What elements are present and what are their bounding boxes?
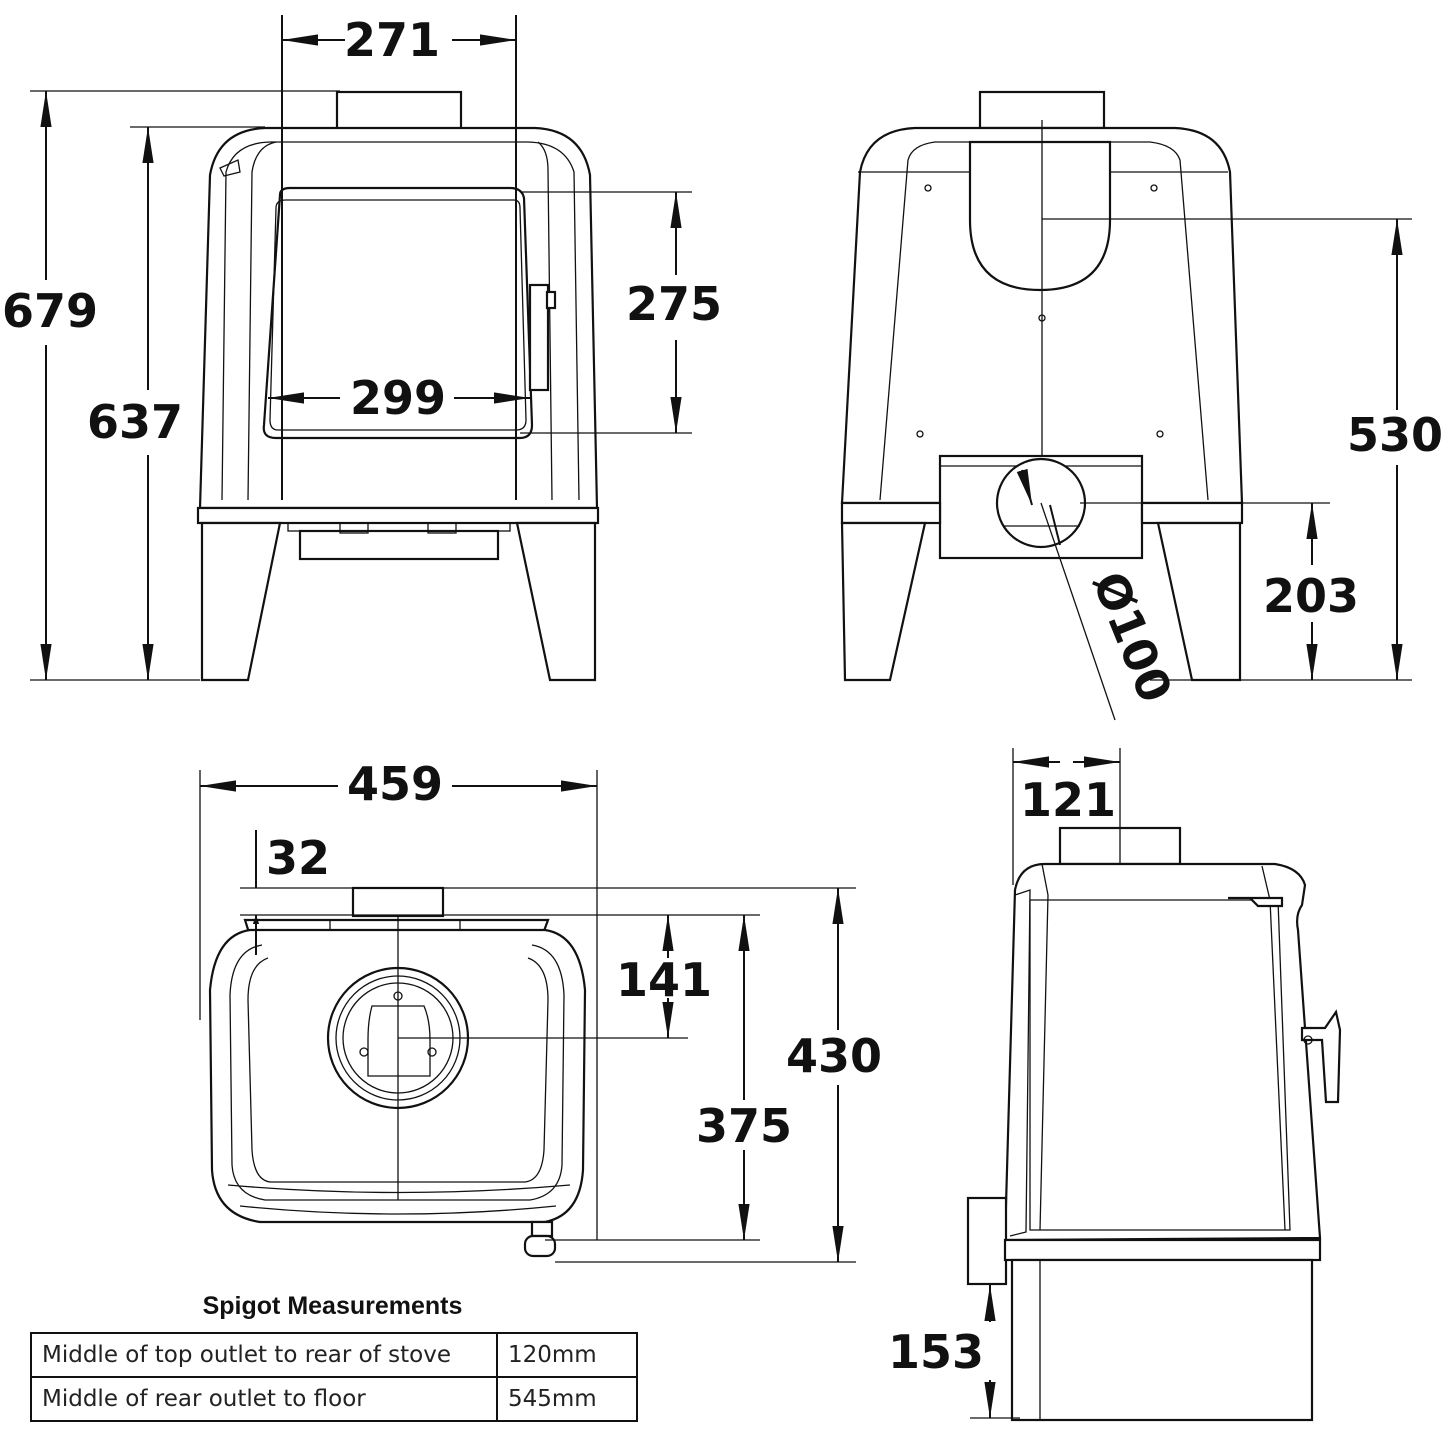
dim-side-outlet-offset: 121 — [1020, 773, 1116, 827]
dim-rear-outlet-height: 530 — [1347, 408, 1443, 462]
spigot-measurements-table: Middle of top outlet to rear of stove 12… — [30, 1332, 638, 1422]
table-row: Middle of rear outlet to floor 545mm — [30, 1376, 638, 1422]
spigot-row-label: Middle of rear outlet to floor — [30, 1376, 498, 1422]
dim-front-total-height: 679 — [2, 284, 98, 338]
top-dimension-lines — [199, 770, 856, 1263]
dim-top-depth-total: 430 — [786, 1029, 882, 1083]
spigot-row-value: 120mm — [496, 1332, 638, 1378]
dim-top-front-offset: 32 — [266, 831, 330, 885]
side-dimension-lines — [970, 748, 1121, 1419]
side-view — [966, 826, 1342, 1422]
rear-dimension-lines — [1016, 120, 1412, 721]
dim-rear-lower-outlet-height: 203 — [1263, 569, 1359, 623]
dim-top-width: 459 — [347, 757, 443, 811]
front-dimension-lines — [30, 15, 692, 681]
dim-front-glass-width: 299 — [350, 371, 446, 425]
front-view — [196, 90, 600, 682]
spigot-table-title: Spigot Measurements — [202, 1292, 463, 1320]
dim-front-glass-height: 275 — [626, 277, 722, 331]
dim-front-top-width: 271 — [344, 13, 440, 67]
dim-top-depth-body: 375 — [696, 1099, 792, 1153]
dim-front-body-height: 637 — [87, 395, 183, 449]
table-row: Middle of top outlet to rear of stove 12… — [30, 1332, 638, 1378]
spigot-row-value: 545mm — [496, 1376, 638, 1422]
dim-top-outlet-from-rear: 141 — [616, 953, 712, 1007]
spigot-row-label: Middle of top outlet to rear of stove — [30, 1332, 498, 1378]
dim-side-leg-height: 153 — [888, 1325, 984, 1379]
dim-rear-flue-diameter: Ø100 — [1082, 564, 1183, 710]
